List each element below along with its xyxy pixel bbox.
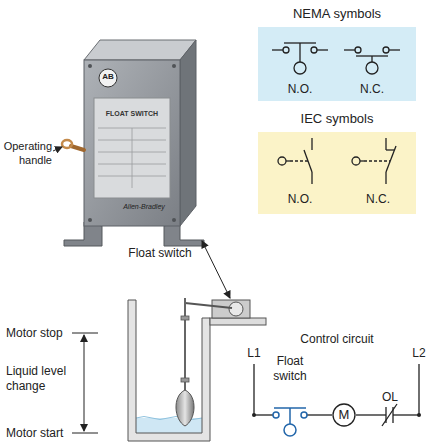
junction-dot [417,413,421,417]
screw [88,64,92,68]
level-tick [72,333,98,334]
symbol-label: N.C. [358,192,398,207]
wire [254,414,273,415]
switch-arm [185,303,232,308]
switch-box [212,300,250,318]
plate-rule [98,164,166,165]
plate-rule [98,152,166,153]
overload-contact [382,404,397,426]
contact-terminal [273,412,279,418]
component-label: Float switch [264,354,316,384]
wire [356,414,386,415]
contact-terminal [301,412,307,418]
circuit-heading: Control circuit [282,332,392,347]
circle-outline [333,404,355,426]
mounting-foot [164,222,204,246]
brand-logo-text: AB [98,72,118,82]
symbol-label: N.C. [352,82,392,97]
wire [393,414,419,415]
tank-illustration [128,298,266,441]
symbol-label: N.O. [280,82,320,97]
mounting-foot [64,222,102,246]
stop-collar [181,378,189,382]
symbol-label: N.O. [280,192,320,207]
part-label: Float switch [118,246,202,261]
float-symbol [284,424,296,436]
tank-wall [128,300,210,441]
panel-heading: IEC symbols [258,111,416,127]
liquid-surface [136,417,202,420]
screw [172,64,176,68]
plate-rule [132,128,133,188]
leader-arrow [202,241,230,298]
mounting-shelf [210,318,266,325]
float-stem [289,408,291,424]
leader-arrow [53,147,62,151]
wire [307,414,332,415]
level-label: Motor start [6,426,72,441]
float-switch-symbol [273,408,307,436]
float-switch-photo [62,40,204,246]
box-front-face [84,60,180,226]
dimension-arrow [84,335,85,431]
float-bulb [176,390,194,426]
plate-rule [98,128,166,129]
operating-handle [71,146,84,150]
name-plate-text: FLOAT SWITCH [94,110,170,119]
symbol-panel: NEMA symbolsN.O.N.C. [258,27,416,101]
brand-logo [99,69,117,87]
float-rod [184,298,186,392]
overload-contact [385,407,386,423]
level-label: Liquid level change [6,364,78,394]
symbol-panel: IEC symbolsN.O.N.C. [258,132,416,214]
level-tick [72,433,98,434]
panel-heading: NEMA symbols [258,6,416,22]
line-name: L2 [407,346,431,361]
junction-dot [252,413,256,417]
screw [172,218,176,222]
name-plate [94,98,170,198]
level-label: Motor stop [6,326,72,341]
line-name: L1 [242,346,266,361]
contact-blade [274,407,306,409]
screw [88,218,92,222]
component-label: OL [378,390,402,405]
wire [253,364,254,415]
wire [418,364,419,415]
part-label: Operating handle [0,140,52,168]
box-side-face [180,40,196,226]
brand-name: Allen-Bradley [112,203,176,212]
operating-handle [62,140,72,148]
plate-rule [98,176,166,177]
liquid [136,418,202,433]
box-top-face [84,40,196,60]
stop-collar [181,316,189,320]
motor-symbol: M [332,403,356,427]
switch-pulley [229,302,243,316]
plate-rule [98,140,166,141]
overload-contact [392,407,393,423]
motor-letter: M [332,407,356,423]
